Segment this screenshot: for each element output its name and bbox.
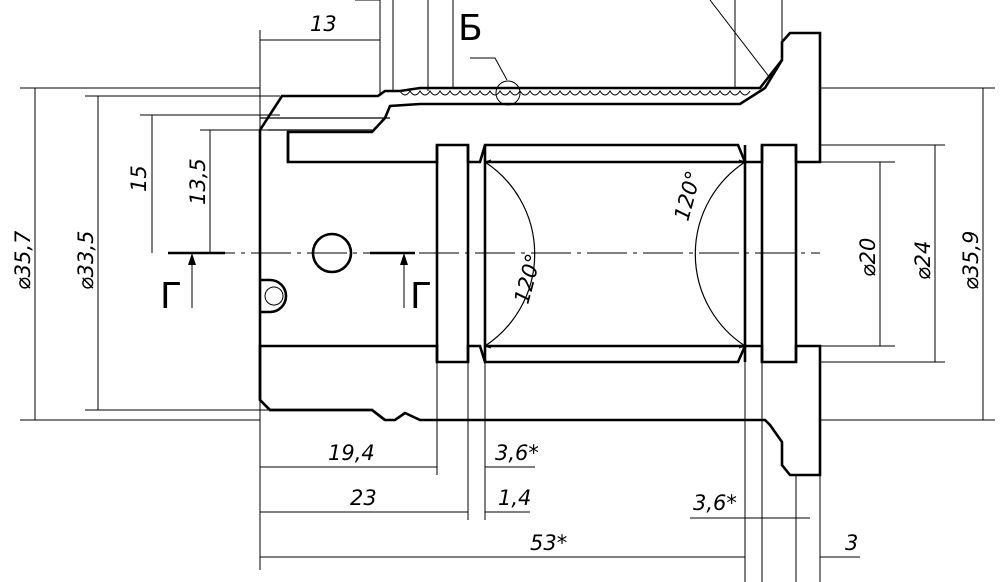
dim-1-4: 1,4: [498, 486, 531, 510]
dim-15: 15: [127, 165, 151, 192]
dim-13-5: 13,5: [186, 158, 210, 205]
cut-letter-right: Г: [410, 276, 432, 317]
hatched-section-upper: [286, 31, 822, 164]
section-letter-b: Б: [458, 8, 483, 49]
dim-23: 23: [350, 486, 377, 510]
dim-d35-7: ⌀35,7: [11, 230, 35, 290]
angle-120-lower: 120°: [510, 251, 546, 306]
hatched-section-lower: [258, 344, 822, 477]
dim-d20: ⌀20: [856, 238, 880, 277]
labels: Б Г Г 13 ⌀35,7 ⌀33,5 15 13,5 120° 120° ⌀…: [11, 8, 983, 555]
dim-53: 53*: [530, 531, 567, 555]
angle-arcs: [484, 159, 746, 349]
dim-3: 3: [845, 531, 858, 555]
dimension-lines: [20, 0, 995, 582]
dim-3-6-right: 3,6*: [693, 491, 737, 515]
angle-120-upper: 120°: [670, 168, 706, 223]
part-outline: [258, 59, 798, 422]
dim-d24: ⌀24: [911, 241, 935, 280]
dim-19-4: 19,4: [328, 441, 375, 465]
dim-d35-9: ⌀35,9: [959, 231, 983, 290]
cut-letter-left: Г: [160, 276, 182, 317]
dim-top-13: 13: [310, 12, 337, 36]
dim-3-6-left: 3,6*: [495, 441, 539, 465]
dim-d33-5: ⌀33,5: [74, 231, 98, 290]
